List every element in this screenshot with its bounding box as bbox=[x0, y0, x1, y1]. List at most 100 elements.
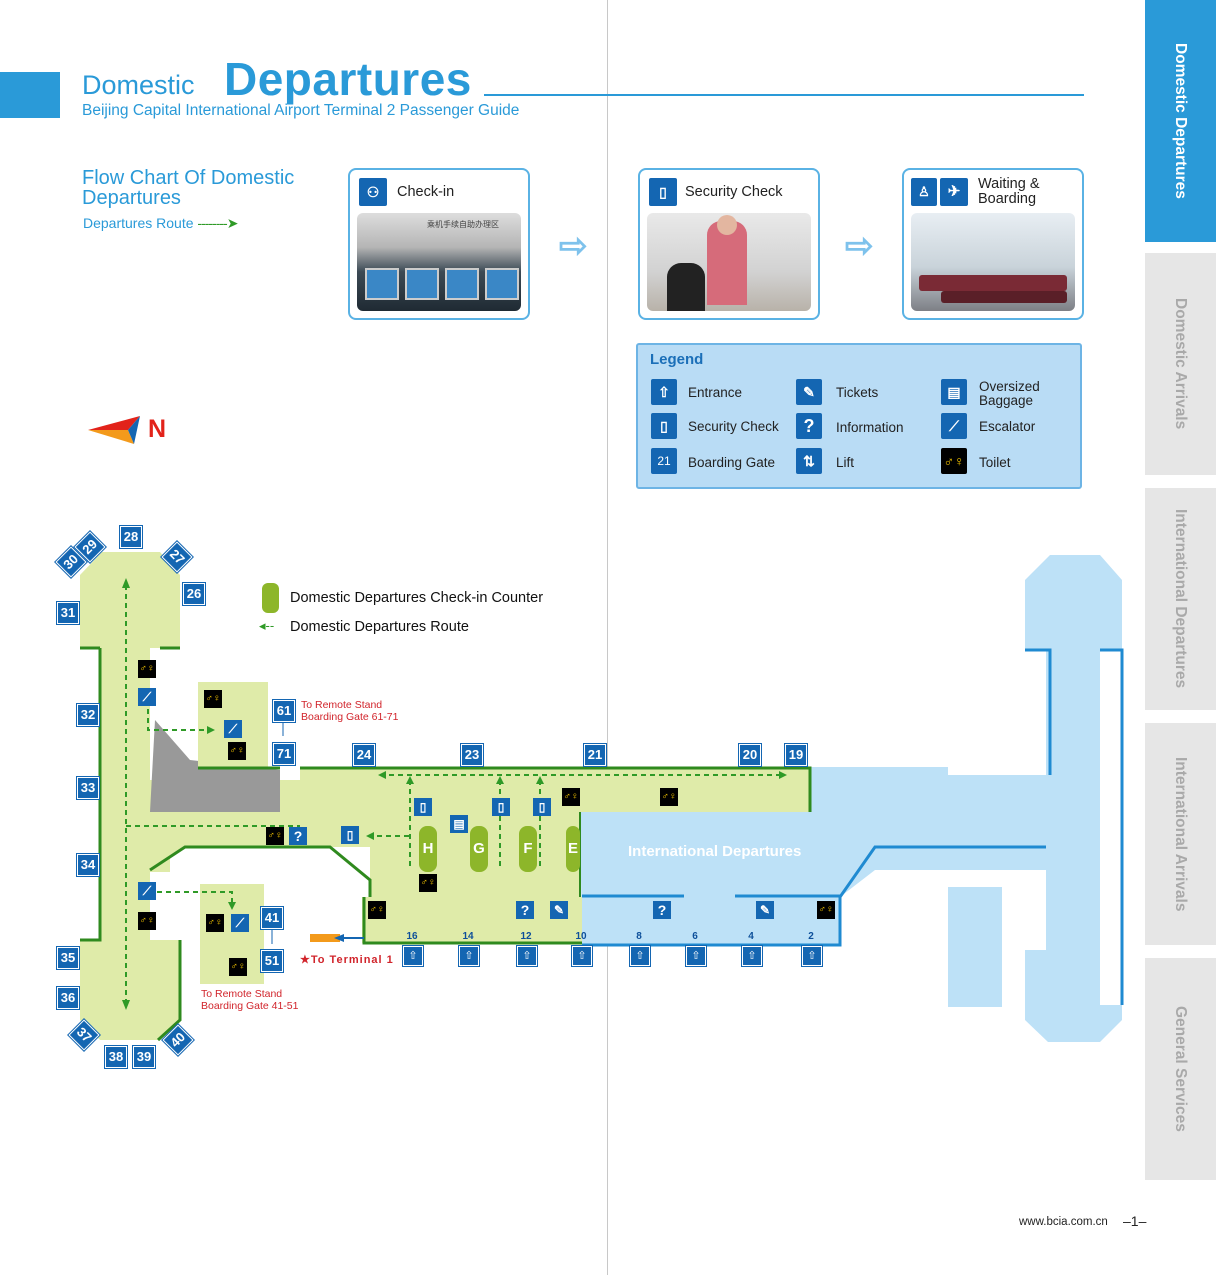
toilet-icon: ♂♀ bbox=[419, 874, 437, 892]
page-title: Departures bbox=[224, 53, 472, 105]
information-icon: ? bbox=[516, 901, 534, 919]
escalator-icon: ⟋ bbox=[231, 914, 249, 932]
tickets-icon: ✎ bbox=[550, 901, 568, 919]
escalator-icon: ⟋ bbox=[138, 882, 156, 900]
legend-label: Entrance bbox=[688, 385, 743, 400]
counter-f: F bbox=[519, 826, 537, 872]
north-label: N bbox=[148, 415, 167, 443]
legend-title: Legend bbox=[650, 351, 704, 368]
tab-international-departures-bg[interactable] bbox=[1145, 488, 1216, 710]
waiting-icon: ♙ bbox=[911, 178, 937, 206]
escalator-icon: ⟋ bbox=[138, 688, 156, 706]
flow-route-label: Departures Route bbox=[83, 215, 194, 231]
tab-domestic-departures[interactable]: Domestic Departures bbox=[1172, 43, 1189, 199]
information-icon: ? bbox=[289, 827, 307, 845]
boarding-icon: ✈ bbox=[940, 178, 968, 206]
entrance-number: 8 bbox=[636, 931, 642, 942]
legend-label: Oversized Baggage bbox=[979, 379, 1040, 408]
to-terminal-1-label: ★To Terminal 1 bbox=[300, 953, 394, 966]
gate-26: 26 bbox=[183, 583, 205, 605]
gate-19: 19 bbox=[785, 744, 807, 766]
entrance-icon: ⇧ bbox=[517, 946, 537, 966]
footer-url[interactable]: www.bcia.com.cn bbox=[1019, 1216, 1108, 1228]
tab-domestic-departures-bg[interactable] bbox=[1145, 0, 1216, 242]
entrance-icon: ⇧ bbox=[459, 946, 479, 966]
toilet-icon: ♂♀ bbox=[206, 914, 224, 932]
security-check-icon: ▯ bbox=[651, 413, 677, 439]
gate-28: 28 bbox=[120, 526, 142, 548]
entrance-number: 4 bbox=[748, 931, 754, 942]
entrance-icon: ⇧ bbox=[403, 946, 423, 966]
flow-step-security: ▯ Security Check bbox=[638, 168, 820, 320]
security-check-icon: ▯ bbox=[649, 178, 677, 206]
page-subtitle: Beijing Capital International Airport Te… bbox=[82, 102, 520, 119]
entrance-number: 16 bbox=[406, 931, 418, 942]
entrance-icon: ⇧ bbox=[572, 946, 592, 966]
toilet-icon: ♂♀ bbox=[228, 742, 246, 760]
legend-label: Toilet bbox=[979, 455, 1011, 470]
legend-label: Information bbox=[836, 420, 904, 435]
flow-step-label: Security Check bbox=[685, 184, 783, 200]
gate-35: 35 bbox=[57, 947, 79, 969]
information-icon: ? bbox=[796, 413, 822, 439]
gate-31: 31 bbox=[57, 602, 79, 624]
tab-general-services-bg[interactable] bbox=[1145, 958, 1216, 1180]
escalator-icon: ⟋ bbox=[224, 720, 242, 738]
toilet-icon: ♂♀ bbox=[562, 788, 580, 806]
entrance-number: 14 bbox=[462, 931, 474, 942]
flow-step-checkin: ⚇ Check-in 乘机手续自助办理区 bbox=[348, 168, 530, 320]
legend-label: Tickets bbox=[836, 385, 879, 400]
check-in-photo: 乘机手续自助办理区 bbox=[357, 213, 521, 311]
remote-stand-south-label: To Remote Stand Boarding Gate 41-51 bbox=[201, 988, 299, 1012]
gate-24: 24 bbox=[353, 744, 375, 766]
tab-international-arrivals-bg[interactable] bbox=[1145, 723, 1216, 945]
tab-domestic-arrivals[interactable]: Domestic Arrivals bbox=[1172, 298, 1189, 430]
flow-step-label: Check-in bbox=[397, 184, 455, 200]
entrance-number: 2 bbox=[808, 931, 814, 942]
lift-icon: ⇅ bbox=[796, 448, 822, 474]
tab-general-services[interactable]: General Services bbox=[1172, 1006, 1189, 1132]
legend-panel: Legend ⇧ Entrance ✎ Tickets ▤ Oversized … bbox=[636, 343, 1082, 489]
gate-20: 20 bbox=[739, 744, 761, 766]
counter-e: E bbox=[566, 826, 580, 872]
remote-stand-north-label: To Remote Stand Boarding Gate 61-71 bbox=[301, 699, 399, 723]
tickets-icon: ✎ bbox=[756, 901, 774, 919]
gate-71: 71 bbox=[273, 743, 295, 765]
information-icon: ? bbox=[653, 901, 671, 919]
toilet-icon: ♂♀ bbox=[817, 901, 835, 919]
entrance-icon: ⇧ bbox=[802, 946, 822, 966]
photo-sign-text: 乘机手续自助办理区 bbox=[427, 220, 499, 229]
tab-domestic-arrivals-bg[interactable] bbox=[1145, 253, 1216, 475]
tab-international-departures[interactable]: International Departures bbox=[1172, 509, 1189, 689]
entrance-number: 12 bbox=[520, 931, 532, 942]
waiting-area-photo bbox=[911, 213, 1075, 311]
entrance-icon: ⇧ bbox=[630, 946, 650, 966]
flow-arrow-icon: ⇨ bbox=[559, 227, 588, 265]
page-number: –1– bbox=[1123, 1213, 1147, 1229]
route-key-label: Domestic Departures Route bbox=[290, 619, 469, 635]
flow-chart-title: Flow Chart Of Domestic Departures bbox=[82, 167, 295, 209]
north-arrow-icon bbox=[88, 416, 140, 444]
escalator-icon: ⟋ bbox=[941, 413, 967, 439]
route-key-arrow-icon: ◂‐‐ bbox=[259, 618, 275, 633]
gate-38: 38 bbox=[105, 1046, 127, 1068]
oversized-baggage-icon: ▤ bbox=[941, 379, 967, 405]
toilet-icon: ♂♀ bbox=[941, 448, 967, 474]
page-title-small: Domestic bbox=[82, 70, 195, 100]
toilet-icon: ♂♀ bbox=[368, 901, 386, 919]
legend-label: Escalator bbox=[979, 419, 1036, 434]
page-fold bbox=[607, 0, 608, 1275]
toilet-icon: ♂♀ bbox=[266, 827, 284, 845]
legend-label: Lift bbox=[836, 455, 855, 470]
boarding-gate-icon: 21 bbox=[651, 448, 677, 474]
legend-label: Boarding Gate bbox=[688, 455, 776, 470]
gate-33: 33 bbox=[77, 777, 99, 799]
security-check-icon: ▯ bbox=[341, 826, 359, 844]
tab-international-arrivals[interactable]: International Arrivals bbox=[1172, 756, 1189, 912]
gate-39: 39 bbox=[133, 1046, 155, 1068]
toilet-icon: ♂♀ bbox=[138, 660, 156, 678]
check-in-icon: ⚇ bbox=[359, 178, 387, 206]
international-area bbox=[580, 555, 1122, 1042]
toilet-icon: ♂♀ bbox=[138, 912, 156, 930]
to-terminal-1-text: To Terminal 1 bbox=[310, 954, 394, 966]
